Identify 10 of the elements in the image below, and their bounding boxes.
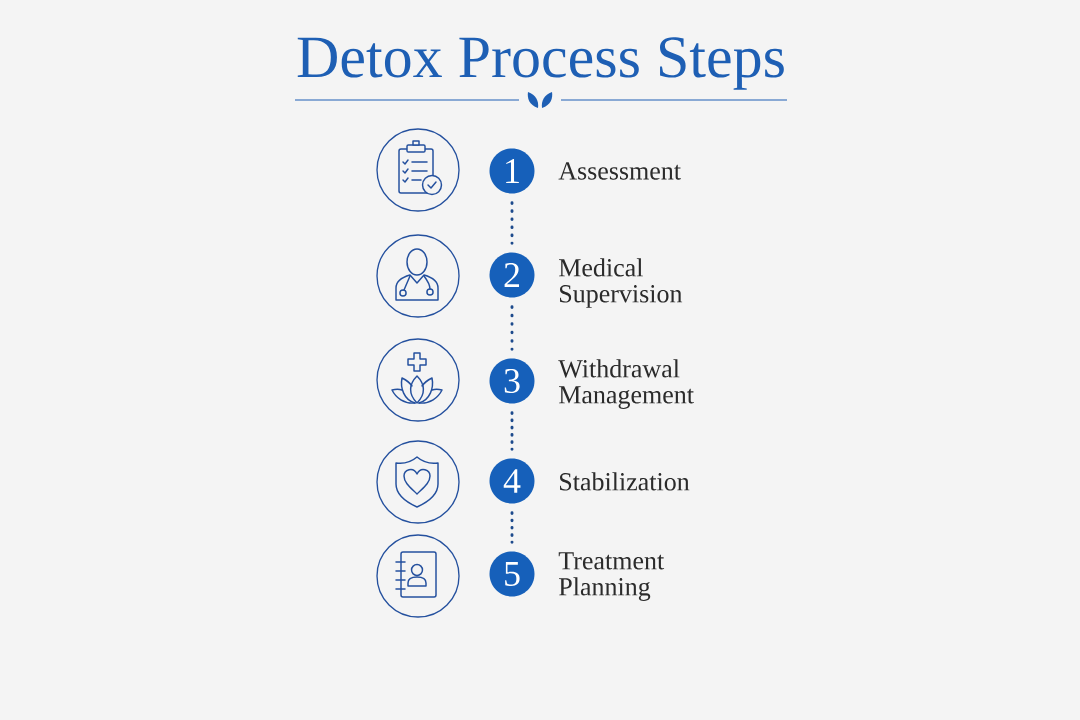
title: Detox Process Steps <box>297 37 784 90</box>
connector-line <box>510 305 514 351</box>
connector-line <box>510 511 514 544</box>
step-label: Assessment <box>558 162 681 180</box>
connector-line <box>510 201 514 245</box>
step-label: Stabilization <box>560 472 690 491</box>
step-label: Withdrawal Management <box>558 359 694 409</box>
connector-line <box>510 411 514 451</box>
step-label: Treatment Planning <box>558 552 665 601</box>
step-label: Medical Supervision <box>559 258 683 308</box>
